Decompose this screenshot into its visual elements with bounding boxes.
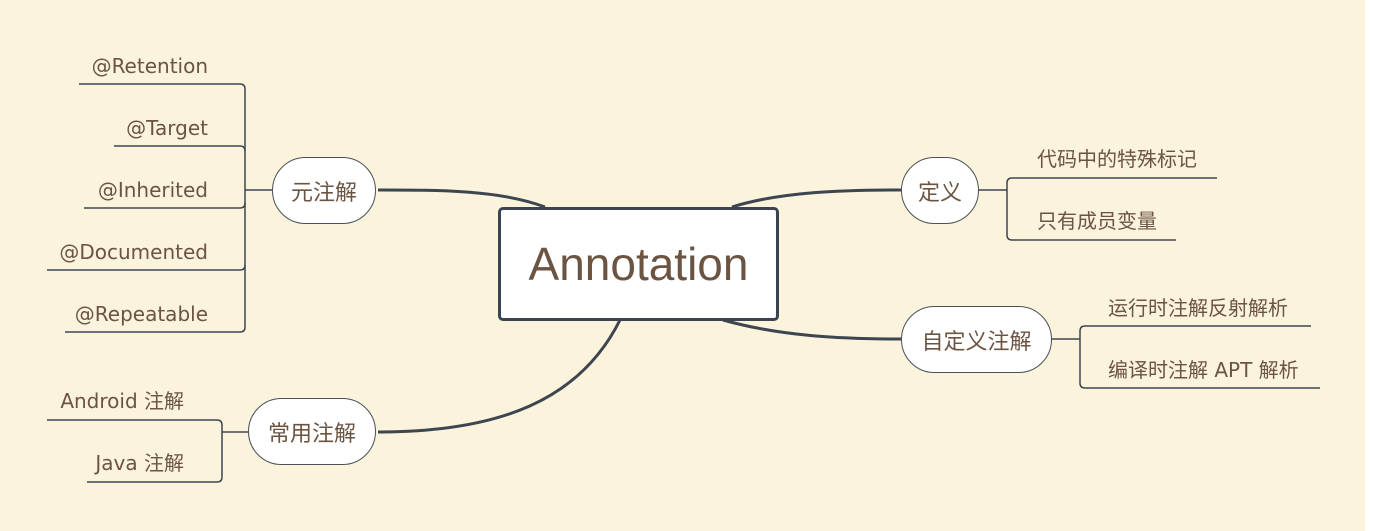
leaf-retention[interactable]: @Retention [91,54,208,78]
leaf-special-mark[interactable]: 代码中的特殊标记 [1037,147,1197,171]
definition-bracket [978,177,1217,241]
topic-custom-annotation[interactable]: 自定义注解 [901,306,1052,373]
topic-common-annotation[interactable]: 常用注解 [248,398,376,465]
topic-definition[interactable]: 定义 [901,157,979,224]
leaf-repeatable[interactable]: @Repeatable [74,302,208,326]
common-bracket [47,419,248,483]
connector-custom [722,318,902,341]
leaf-target[interactable]: @Target [126,116,208,140]
leaf-inherited[interactable]: @Inherited [97,178,208,202]
connector-meta [377,188,546,209]
central-topic[interactable]: Annotation [498,207,779,321]
leaf-android-annotation[interactable]: Android 注解 [60,389,184,413]
leaf-member-variables[interactable]: 只有成员变量 [1037,209,1157,233]
custom-bracket [1051,325,1320,389]
topic-meta-annotation[interactable]: 元注解 [272,157,376,224]
meta-bracket [47,83,272,333]
leaf-runtime-reflection[interactable]: 运行时注解反射解析 [1108,296,1288,320]
connector-common [377,319,622,434]
leaf-compile-apt[interactable]: 编译时注解 APT 解析 [1108,358,1299,382]
leaf-java-annotation[interactable]: Java 注解 [95,451,184,475]
connector-definition [731,188,902,209]
leaf-documented[interactable]: @Documented [59,240,208,264]
